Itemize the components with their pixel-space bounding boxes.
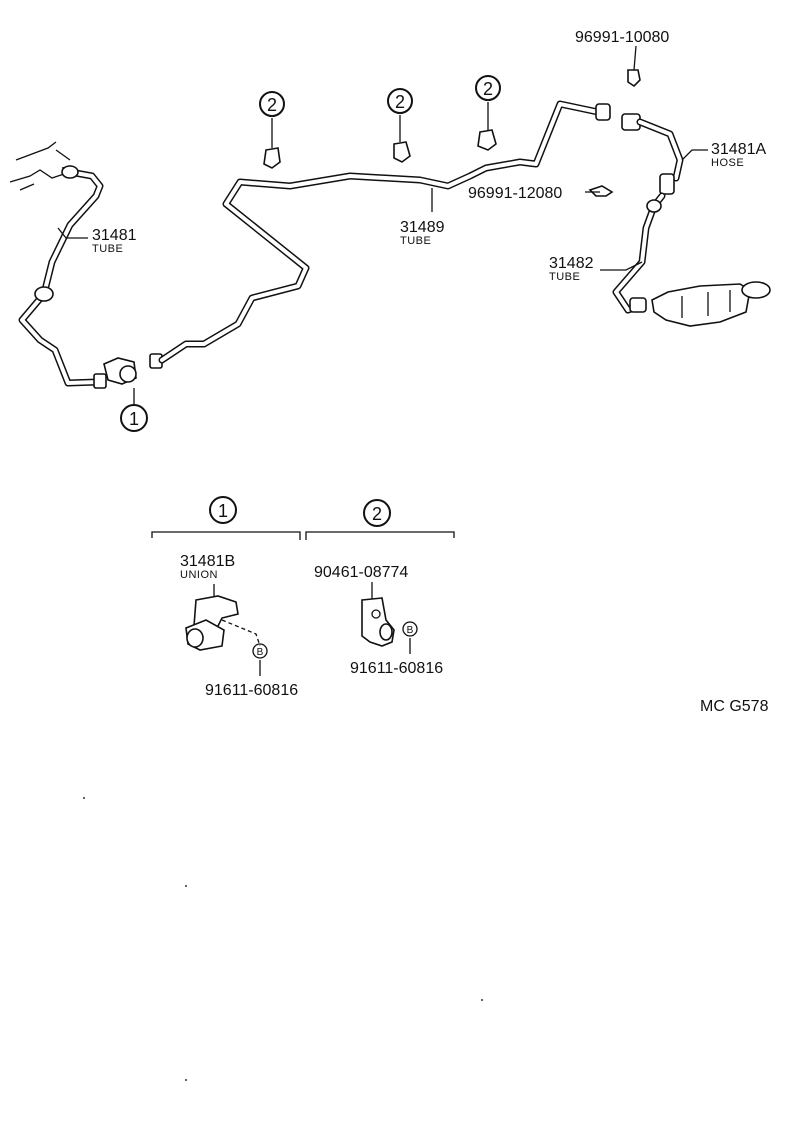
union-31481b-detail-drawing: B [185,584,268,676]
clamp-90461-08774-detail-drawing: B [361,582,418,654]
bolt-91611-60816-left: 91611-60816 [205,682,298,699]
tube-31489-pipe [158,100,611,364]
tube-31489-number: 31489 [400,219,445,236]
slave-cylinder [651,281,771,327]
svg-text:2: 2 [483,79,493,99]
clip-96991-10080-label: 96991-10080 [575,29,669,46]
clamp-left-drawing [263,147,281,169]
tube-31482-desc: TUBE [549,271,580,283]
clip-96991-12080-drawing [588,185,614,197]
clip-96991-10080-drawing [627,69,641,88]
svg-text:1: 1 [129,409,139,429]
leader-lines [57,45,708,404]
tube-31482-pipe [612,192,666,314]
clamp-mid-drawing [393,141,411,163]
hose-31481a-pipe [621,113,684,195]
callout-2-right: 2 [475,75,501,101]
union-31481b-main [103,353,163,385]
hose-31481a-number: 31481A [711,141,766,158]
svg-text:B: B [407,625,414,636]
clamp-90461-08774-number: 90461-08774 [314,564,408,581]
union-31481b-number: 31481B [180,553,235,570]
tube-31481-number: 31481 [92,227,137,244]
detail-callout-2: 2 [363,499,391,527]
clamp-right-drawing [477,129,497,151]
svg-text:2: 2 [372,504,382,524]
callout-2-mid: 2 [387,88,413,114]
svg-text:2: 2 [395,92,405,112]
union-31481b-desc: UNION [180,569,218,581]
clip-96991-12080-label: 96991-12080 [468,185,562,202]
tube-31481-pipe [18,165,107,389]
tube-31482-number: 31482 [549,255,594,272]
tube-31489-desc: TUBE [400,235,431,247]
scan-specks [83,797,483,1081]
svg-text:B: B [257,647,264,658]
hose-31481a-desc: HOSE [711,157,744,169]
drawing-code: MC G578 [700,698,769,715]
svg-text:1: 1 [218,501,228,521]
detail-callout-1: 1 [209,496,237,524]
callout-1-main: 1 [120,404,148,432]
svg-text:2: 2 [267,95,277,115]
callout-2-left: 2 [259,91,285,117]
tube-31481-desc: TUBE [92,243,123,255]
bolt-91611-60816-right: 91611-60816 [350,660,443,677]
master-cylinder-outline [9,141,73,191]
detail-brackets [151,531,455,540]
